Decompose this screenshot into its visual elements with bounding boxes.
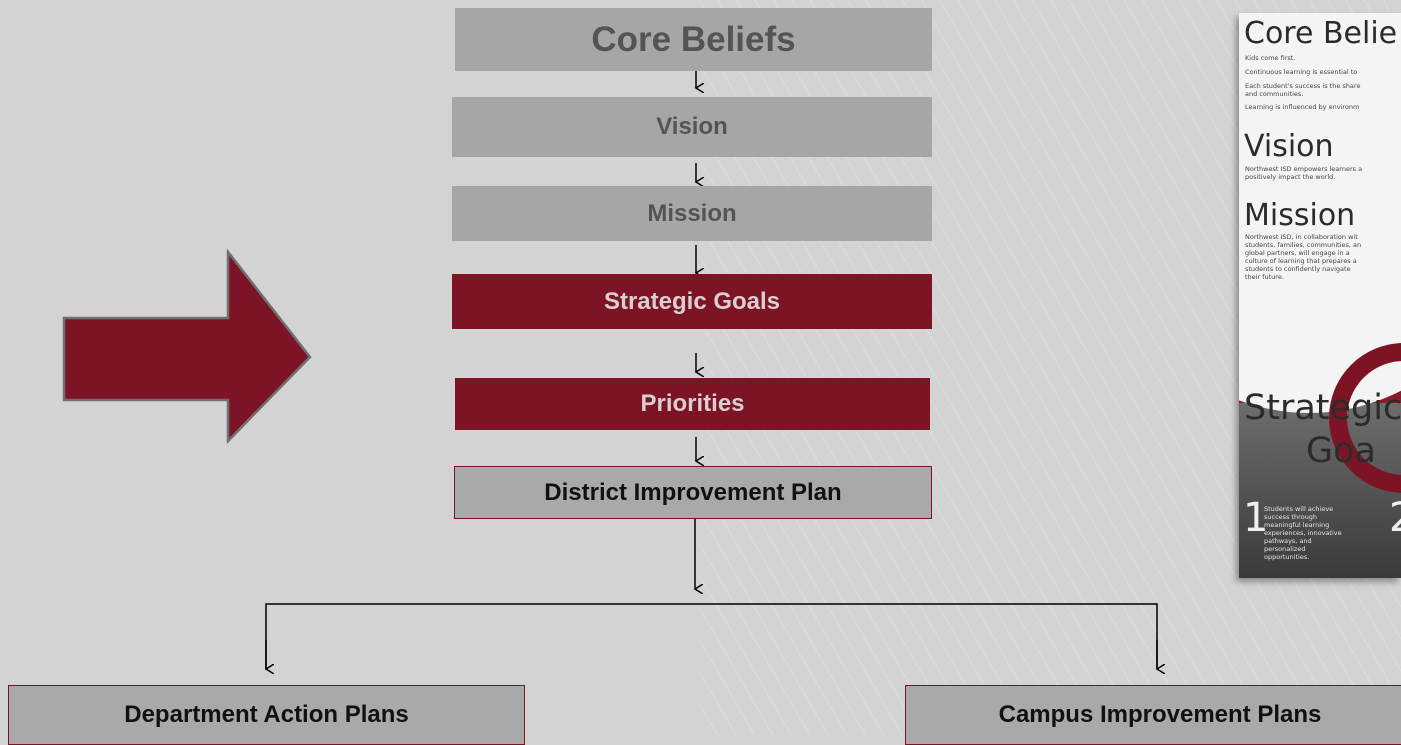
poster-goal-line-4: experiences, innovative <box>1264 529 1342 537</box>
poster-vision-title: Vision <box>1244 129 1334 164</box>
mission-box: Mission <box>452 186 932 241</box>
poster-mission-line-1: Northwest ISD, in collaboration wit <box>1245 233 1358 241</box>
poster-goal-line-3: meaningful learning <box>1264 521 1330 529</box>
poster-goal-line-7: opportunities. <box>1264 553 1310 561</box>
poster-vision-text-1: Northwest ISD empowers learners a <box>1245 165 1363 173</box>
poster-belief-2: Continuous learning is essential to <box>1245 68 1358 76</box>
poster-goal-number-2: 2 <box>1389 495 1401 541</box>
district-improvement-plan-box: District Improvement Plan <box>454 466 932 519</box>
poster-belief-1: Kids come first. <box>1245 54 1296 62</box>
strategic-plan-poster: Core Belie Kids come first. Continuous l… <box>1239 13 1401 578</box>
poster-goal-line-1: Students will achieve <box>1264 505 1334 513</box>
poster-goal-line-5: pathways, and <box>1264 537 1312 545</box>
department-action-plans-box: Department Action Plans <box>8 685 525 745</box>
strategic-goals-box: Strategic Goals <box>452 274 932 329</box>
poster-core-title: Core Belie <box>1244 16 1398 51</box>
poster-mission-title: Mission <box>1244 198 1356 233</box>
poster-mission-line-6: their future. <box>1245 273 1284 281</box>
poster-mission-line-4: culture of learning that prepares a <box>1245 257 1357 265</box>
poster-belief-3: Each student's success is the share <box>1245 82 1361 90</box>
poster-belief-5: Learning is influenced by environm <box>1245 103 1360 111</box>
core-beliefs-box: Core Beliefs <box>455 8 932 71</box>
poster-goal-number: 1 <box>1243 495 1269 541</box>
big-arrow-icon <box>62 248 312 445</box>
poster-mission-line-5: students to confidently navigate <box>1245 265 1351 273</box>
poster-mission-line-3: global partners, will engage in a <box>1245 249 1350 257</box>
poster-strategic-title: Strategic <box>1244 388 1401 428</box>
campus-improvement-plans-box: Campus Improvement Plans <box>905 685 1401 745</box>
poster-belief-4: and communities. <box>1245 90 1304 98</box>
priorities-box: Priorities <box>455 378 930 430</box>
poster-goal-line-6: personalized <box>1264 545 1306 553</box>
poster-vision-text-2: positively impact the world. <box>1245 173 1336 181</box>
poster-goals-title: Goa <box>1306 431 1376 471</box>
poster-white-arc <box>1239 13 1401 413</box>
vision-box: Vision <box>452 97 932 157</box>
poster-mission-line-2: students, families, communities, an <box>1245 241 1362 249</box>
branch-line <box>265 603 1158 668</box>
poster-goal-line-2: success through <box>1264 513 1318 521</box>
